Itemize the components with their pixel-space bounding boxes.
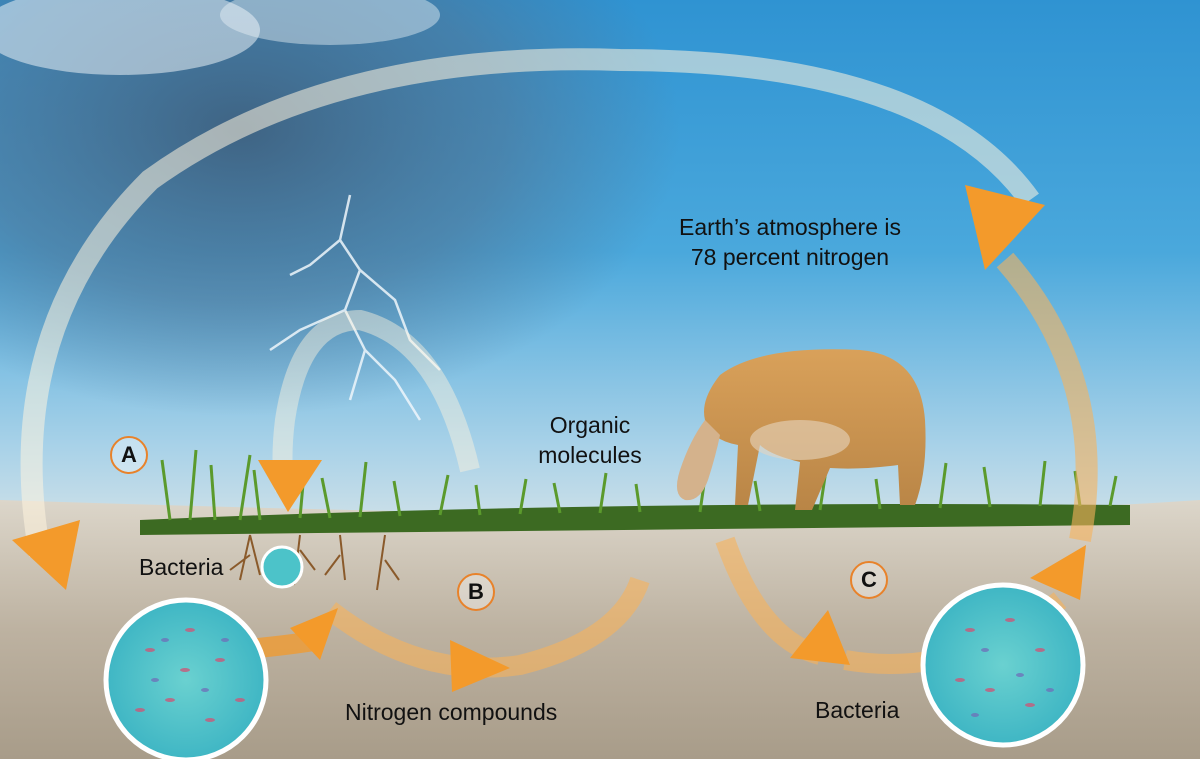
atmosphere-label-line1: Earth’s atmosphere is — [678, 214, 901, 240]
bacteria-label-right: Bacteria — [815, 697, 900, 723]
marker-b: B — [457, 573, 495, 611]
lightning-icon — [269, 194, 441, 421]
organic-label-line2: molecules — [538, 442, 642, 468]
inner-lightning-arc — [272, 309, 480, 492]
cloud-top-left — [0, 0, 260, 75]
arrow-head-compounds-left — [290, 608, 338, 660]
marker-a: A — [110, 436, 148, 474]
arrow-head-soil-up — [1030, 545, 1086, 600]
atmosphere-label-line2: 78 percent nitrogen — [690, 244, 890, 270]
bacteria-magnified-right — [920, 582, 1086, 748]
cloud-top-center — [220, 0, 440, 45]
arrow-head-bacteria-right — [790, 610, 850, 665]
organic-label-line1: Organic — [549, 412, 631, 438]
organic-molecules-label: Organic molecules — [520, 410, 660, 470]
outer-right-arc — [996, 252, 1098, 543]
marker-c: C — [850, 561, 888, 599]
arrow-head-left-down — [12, 520, 80, 590]
bacteria-root-nodule — [260, 545, 304, 589]
arrow-head-atmosphere-up — [965, 185, 1045, 270]
atmosphere-label: Earth’s atmosphere is 78 percent nitroge… — [640, 212, 940, 272]
cow-icon — [676, 349, 926, 510]
arrow-head-grass-down — [258, 460, 322, 512]
bacteria-label-left: Bacteria — [139, 554, 224, 580]
compounds-arc — [323, 576, 650, 678]
bacteria-magnified-icon — [103, 597, 269, 759]
arrow-head-compounds-right — [450, 640, 510, 692]
atmosphere-cycle-arrow — [20, 48, 1039, 557]
grass-roots-icon — [140, 449, 1130, 591]
nitrogen-compounds-label: Nitrogen compounds — [345, 699, 558, 725]
